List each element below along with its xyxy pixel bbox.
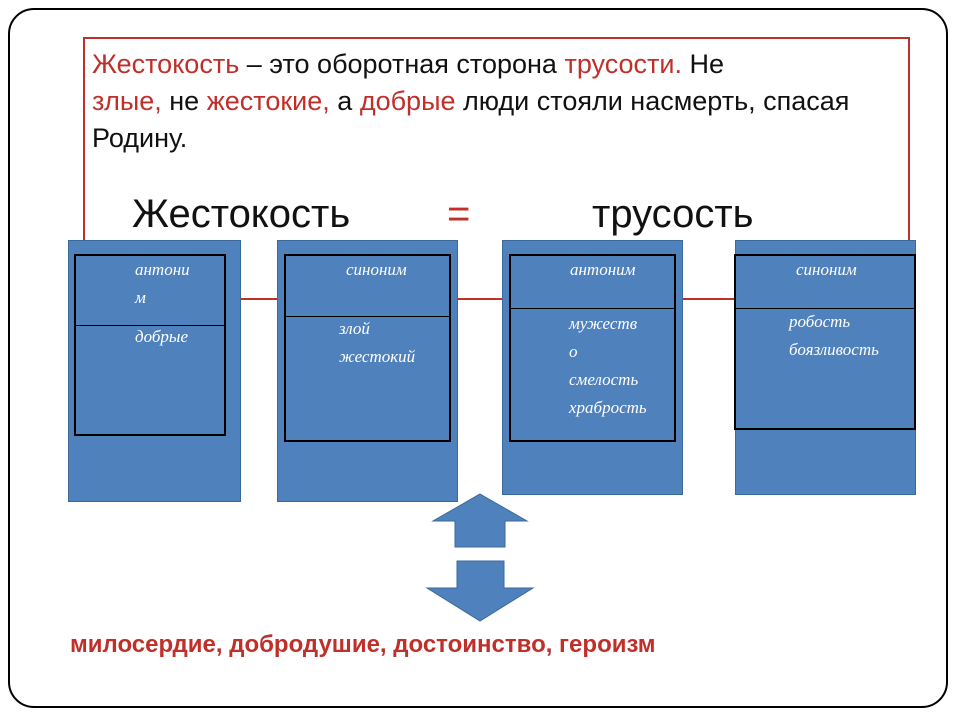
word-item: храбрость: [569, 398, 647, 417]
quote-part: Жестокость: [92, 49, 240, 79]
header-line: синоним: [796, 260, 857, 279]
heading-right: трусость: [592, 192, 754, 236]
word-item: боязливость: [789, 340, 879, 359]
word-item: злой: [339, 319, 370, 338]
column-card-antonym-2: [502, 240, 683, 495]
table-header: [736, 256, 914, 309]
quote-part: жестокие,: [206, 86, 330, 116]
column-items: мужеств о смелость храбрость: [569, 310, 647, 422]
column-card-synonym-2: [735, 240, 916, 495]
quote-box: [83, 37, 910, 300]
word-item: смелость: [569, 370, 639, 389]
column-header-label: синоним: [796, 256, 857, 284]
column-table-synonym-1: [284, 254, 451, 442]
quote-part: злые,: [92, 86, 162, 116]
header-line: антоним: [570, 260, 636, 279]
column-header-label: антоним: [570, 256, 636, 284]
word-item: о: [569, 342, 578, 361]
up-arrow-icon: [431, 493, 529, 548]
column-items: злой жестокий: [339, 315, 415, 371]
quote-part: а: [329, 86, 360, 116]
column-table-antonym-1: [74, 254, 226, 436]
bottom-keywords: милосердие, добродушие, достоинство, гер…: [70, 631, 656, 658]
column-header-label: антони м: [135, 256, 190, 312]
column-table-synonym-2: [734, 254, 916, 430]
column-header-label: синоним: [346, 256, 407, 284]
word-item: жестокий: [339, 347, 416, 366]
table-header: [511, 256, 674, 309]
quote-text: Жестокость – это оборотная сторона трусо…: [92, 46, 892, 157]
word-item: добрые: [135, 327, 188, 346]
column-items: робость боязливость: [789, 308, 879, 364]
slide-frame: [8, 8, 948, 708]
header-line: м: [135, 288, 146, 307]
up-down-arrows: [425, 493, 535, 622]
word-item: мужеств: [569, 314, 638, 333]
quote-part: трусости.: [564, 49, 682, 79]
column-card-antonym-1: [68, 240, 241, 502]
header-line: антони: [135, 260, 190, 279]
column-table-antonym-2: [509, 254, 676, 442]
table-header: [286, 256, 449, 317]
quote-part: люди стояли насмерть, спасая Родину.: [92, 86, 850, 153]
column-items: добрые: [135, 323, 188, 351]
heading-left: Жестокость: [132, 192, 351, 236]
quote-part: – это оборотная сторона: [239, 49, 565, 79]
column-card-synonym-1: [277, 240, 458, 502]
table-header: [76, 256, 224, 326]
quote-part: не: [161, 86, 207, 116]
down-arrow-icon: [425, 560, 535, 622]
quote-part: добрые: [359, 86, 456, 116]
quote-part: Не: [682, 49, 725, 79]
word-item: робость: [789, 312, 851, 331]
heading-equals: =: [447, 192, 471, 236]
header-line: синоним: [346, 260, 407, 279]
